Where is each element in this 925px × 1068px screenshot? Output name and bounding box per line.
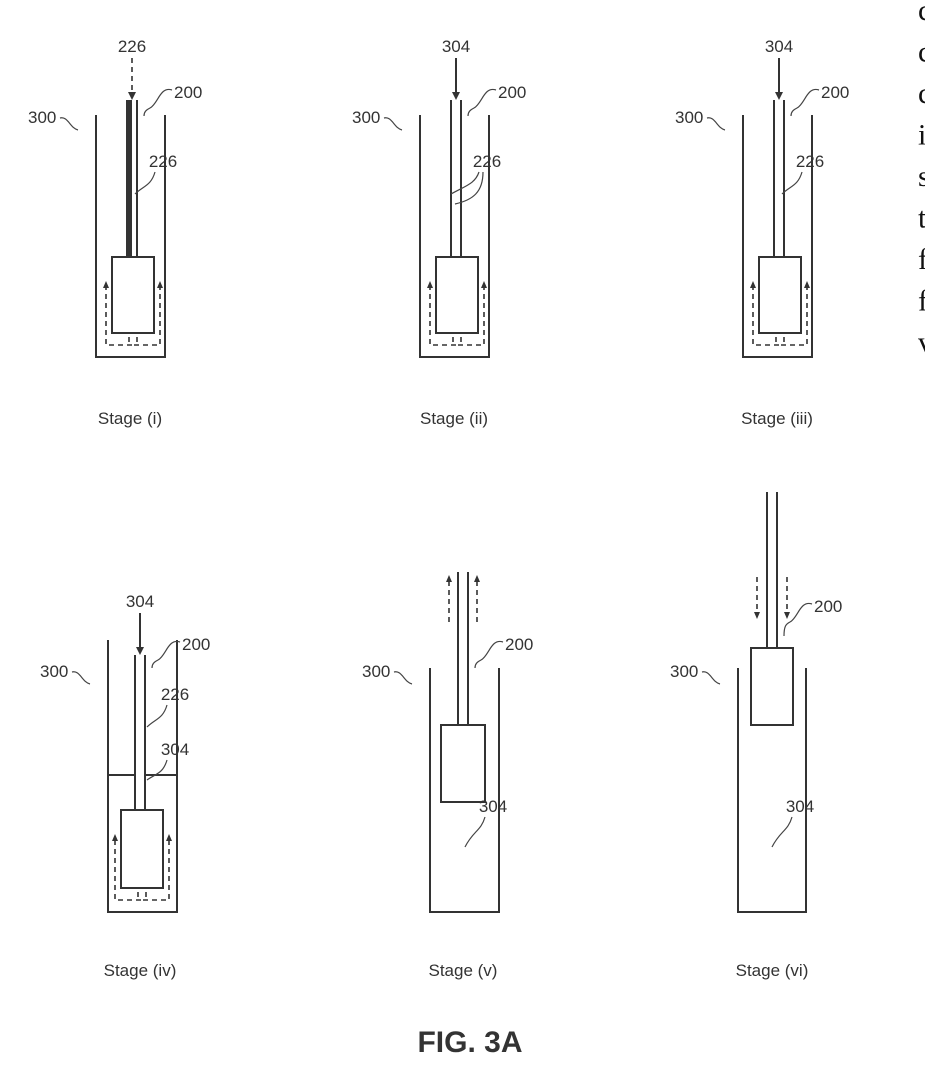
arrow-head-icon [136, 647, 144, 655]
side-text-fragment: c [918, 36, 925, 69]
side-text-fragment: t [918, 202, 925, 235]
flow-arrow [134, 285, 160, 345]
label-vessel: 300 [28, 108, 56, 127]
label-liquid: 304 [786, 797, 814, 816]
cropped-side-text: cccistffv [918, 0, 925, 359]
side-text-fragment: c [918, 77, 925, 110]
label-rod: 200 [182, 635, 210, 654]
label-rod: 200 [505, 635, 533, 654]
side-text-fragment: f [918, 243, 925, 276]
flow-arrow [781, 285, 807, 345]
label-liquid: 304 [479, 797, 507, 816]
label-fluid: 226 [161, 685, 189, 704]
arrow-head-icon [452, 92, 460, 100]
stage-1: 226 200 300 226Stage (i) [28, 37, 202, 428]
side-text-fragment: s [918, 160, 925, 193]
vessel [738, 668, 806, 912]
label-top: 304 [765, 37, 793, 56]
stage-6: 200 300 304Stage (vi) [670, 492, 842, 980]
flow-arrow [753, 285, 779, 345]
stage-2: 304 200 300 226Stage (ii) [352, 37, 526, 428]
plunger-block [759, 257, 801, 333]
label-top: 304 [442, 37, 470, 56]
side-text-fragment: v [918, 326, 925, 359]
plunger-block [441, 725, 485, 802]
plunger-block [751, 648, 793, 725]
stage-5: 200 300 304Stage (v) [362, 572, 533, 980]
label-rod: 200 [814, 597, 842, 616]
label-top: 226 [118, 37, 146, 56]
arrow-head-icon [775, 92, 783, 100]
figure-title: FIG. 3A [417, 1026, 522, 1059]
flow-arrow [458, 285, 484, 345]
flow-arrow [143, 838, 169, 900]
label-vessel: 300 [40, 662, 68, 681]
label-fluid: 226 [796, 152, 824, 171]
side-text-fragment: i [918, 119, 925, 152]
arrow-head-icon [128, 92, 136, 100]
stage-caption: Stage (ii) [420, 409, 488, 428]
label-vessel: 300 [362, 662, 390, 681]
side-text-fragment: f [918, 285, 925, 318]
plunger-block [121, 810, 163, 888]
label-vessel: 300 [352, 108, 380, 127]
label-top: 304 [126, 592, 154, 611]
label-fluid: 226 [149, 152, 177, 171]
stage-caption: Stage (iii) [741, 409, 813, 428]
plunger-block [436, 257, 478, 333]
flow-arrow [115, 838, 141, 900]
stage-4: 304 200 300 226 304Stage (iv) [40, 592, 210, 980]
label-vessel: 300 [675, 108, 703, 127]
stage-caption: Stage (i) [98, 409, 162, 428]
label-rod: 200 [174, 83, 202, 102]
label-rod: 200 [821, 83, 849, 102]
side-text-fragment: c [918, 0, 925, 27]
label-liquid: 304 [161, 740, 189, 759]
stage-caption: Stage (vi) [736, 961, 809, 980]
flow-arrow [106, 285, 132, 345]
label-rod: 200 [498, 83, 526, 102]
label-fluid: 226 [473, 152, 501, 171]
stage-3: 304 200 300 226Stage (iii) [675, 37, 849, 428]
label-vessel: 300 [670, 662, 698, 681]
flow-arrow [430, 285, 456, 345]
stage-caption: Stage (v) [429, 961, 498, 980]
stage-caption: Stage (iv) [104, 961, 177, 980]
plunger-block [112, 257, 154, 333]
